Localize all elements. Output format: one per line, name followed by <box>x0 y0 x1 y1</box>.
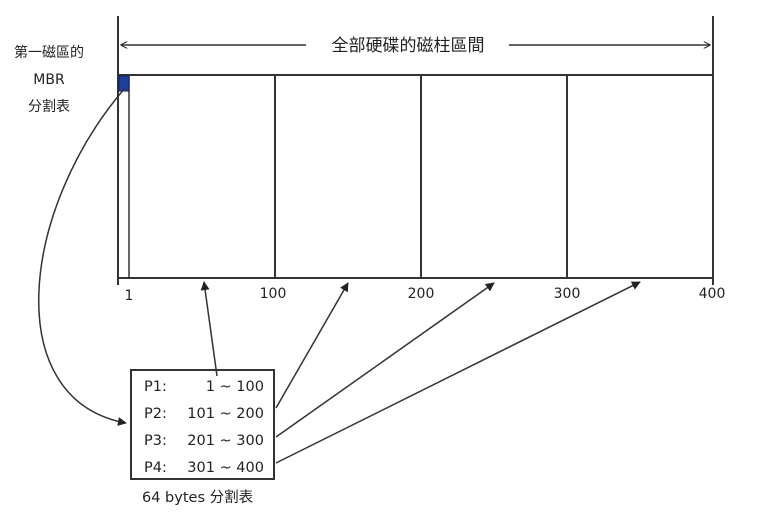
partition-name: P4: <box>144 460 167 476</box>
mbr-label-line1: 第一磁區的 <box>14 45 84 61</box>
tick-label-200: 200 <box>408 286 435 302</box>
mbr-label: 第一磁區的 MBR 分割表 <box>8 40 90 121</box>
partition-name: P2: <box>144 406 167 422</box>
partition-row-p4: P4: 301 ~ 400 <box>144 455 273 482</box>
p1-arrow <box>200 281 218 377</box>
partition-row-p1: P1: 1 ~ 100 <box>144 374 273 401</box>
mbr-label-line3: 分割表 <box>28 99 70 115</box>
partition-range: 201 ~ 300 <box>187 433 264 449</box>
tick-label-400: 400 <box>699 286 726 302</box>
disk-title: 全部硬碟的磁柱區間 <box>332 36 485 56</box>
partition-row-p2: P2: 101 ~ 200 <box>144 401 273 428</box>
partition-name: P1: <box>144 379 167 395</box>
disk-cylinders-box <box>117 74 714 279</box>
partition-range: 1 ~ 100 <box>205 379 264 395</box>
p3-arrow <box>275 282 495 438</box>
p2-arrow <box>275 282 349 409</box>
partition-range: 301 ~ 400 <box>187 460 264 476</box>
mbr-label-line2: MBR <box>33 72 65 88</box>
tick-label-300: 300 <box>554 286 581 302</box>
mbr-to-table-arrow <box>38 87 127 426</box>
partition-range: 101 ~ 200 <box>187 406 264 422</box>
partition-table-caption: 64 bytes 分割表 <box>142 490 254 506</box>
tick-label-1: 1 <box>125 288 134 304</box>
tick-label-100: 100 <box>260 286 287 302</box>
p4-arrow <box>275 281 641 464</box>
partition-table: P1: 1 ~ 100 P2: 101 ~ 200 P3: 201 ~ 300 P4:… <box>130 369 275 480</box>
partition-row-p3: P3: 201 ~ 300 <box>144 428 273 455</box>
mbr-block <box>118 75 130 92</box>
partition-name: P3: <box>144 433 167 449</box>
